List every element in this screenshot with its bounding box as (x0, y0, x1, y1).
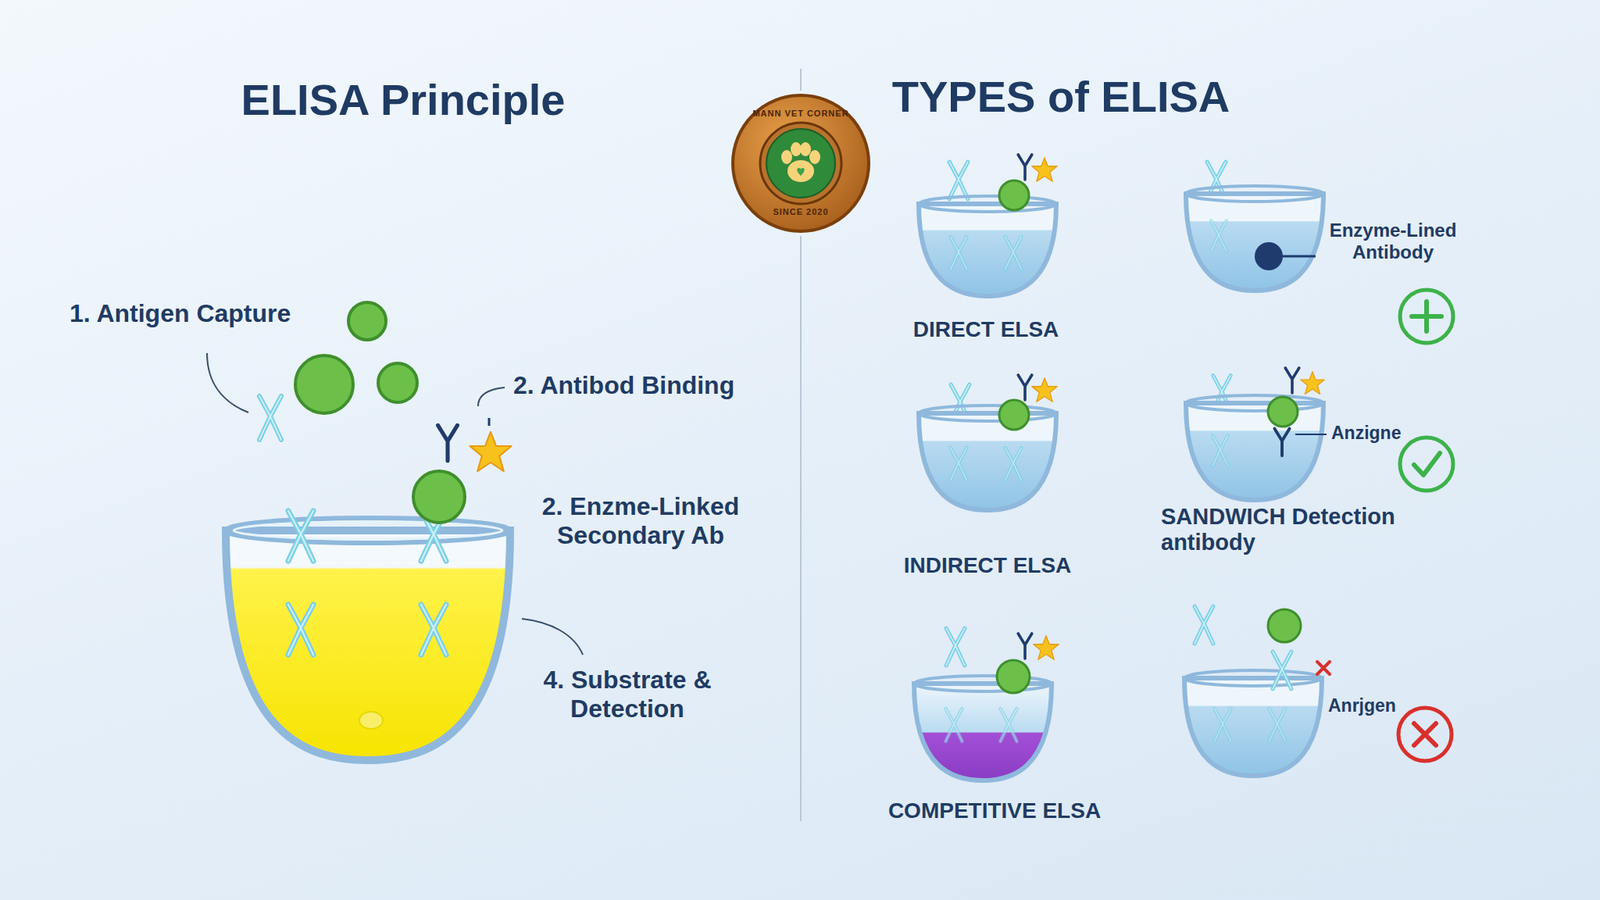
type-label: INDIRECT ELSA (903, 553, 1072, 579)
step-label: 2. Antibod Binding (513, 371, 735, 400)
step-label: 1. Antigen Capture (69, 299, 291, 329)
step-label: 4. Substrate & Detection (510, 665, 745, 724)
logo-name: MANN VET CORNER (730, 108, 872, 118)
diagram-title: ELISA Principle (241, 75, 566, 125)
logo-badge: MANN VET CORNER SINCE 2020 (730, 92, 872, 234)
step-label: 2. Enzme-Linked Secondary Ab (511, 492, 770, 550)
section-heading: TYPES of ELISA (892, 71, 1231, 122)
type-label: DIRECT ELSA (913, 317, 1060, 343)
part-label: Enzyme-Lined Antibody (1318, 219, 1468, 263)
part-label: Anzigne (1331, 422, 1401, 443)
part-label: Anrjgen (1328, 695, 1397, 716)
logo-year: SINCE 2020 (730, 207, 872, 217)
type-label: COMPETITIVE ELSA (888, 798, 1101, 824)
type-label: SANDWICH Detection antibody (1160, 503, 1404, 557)
